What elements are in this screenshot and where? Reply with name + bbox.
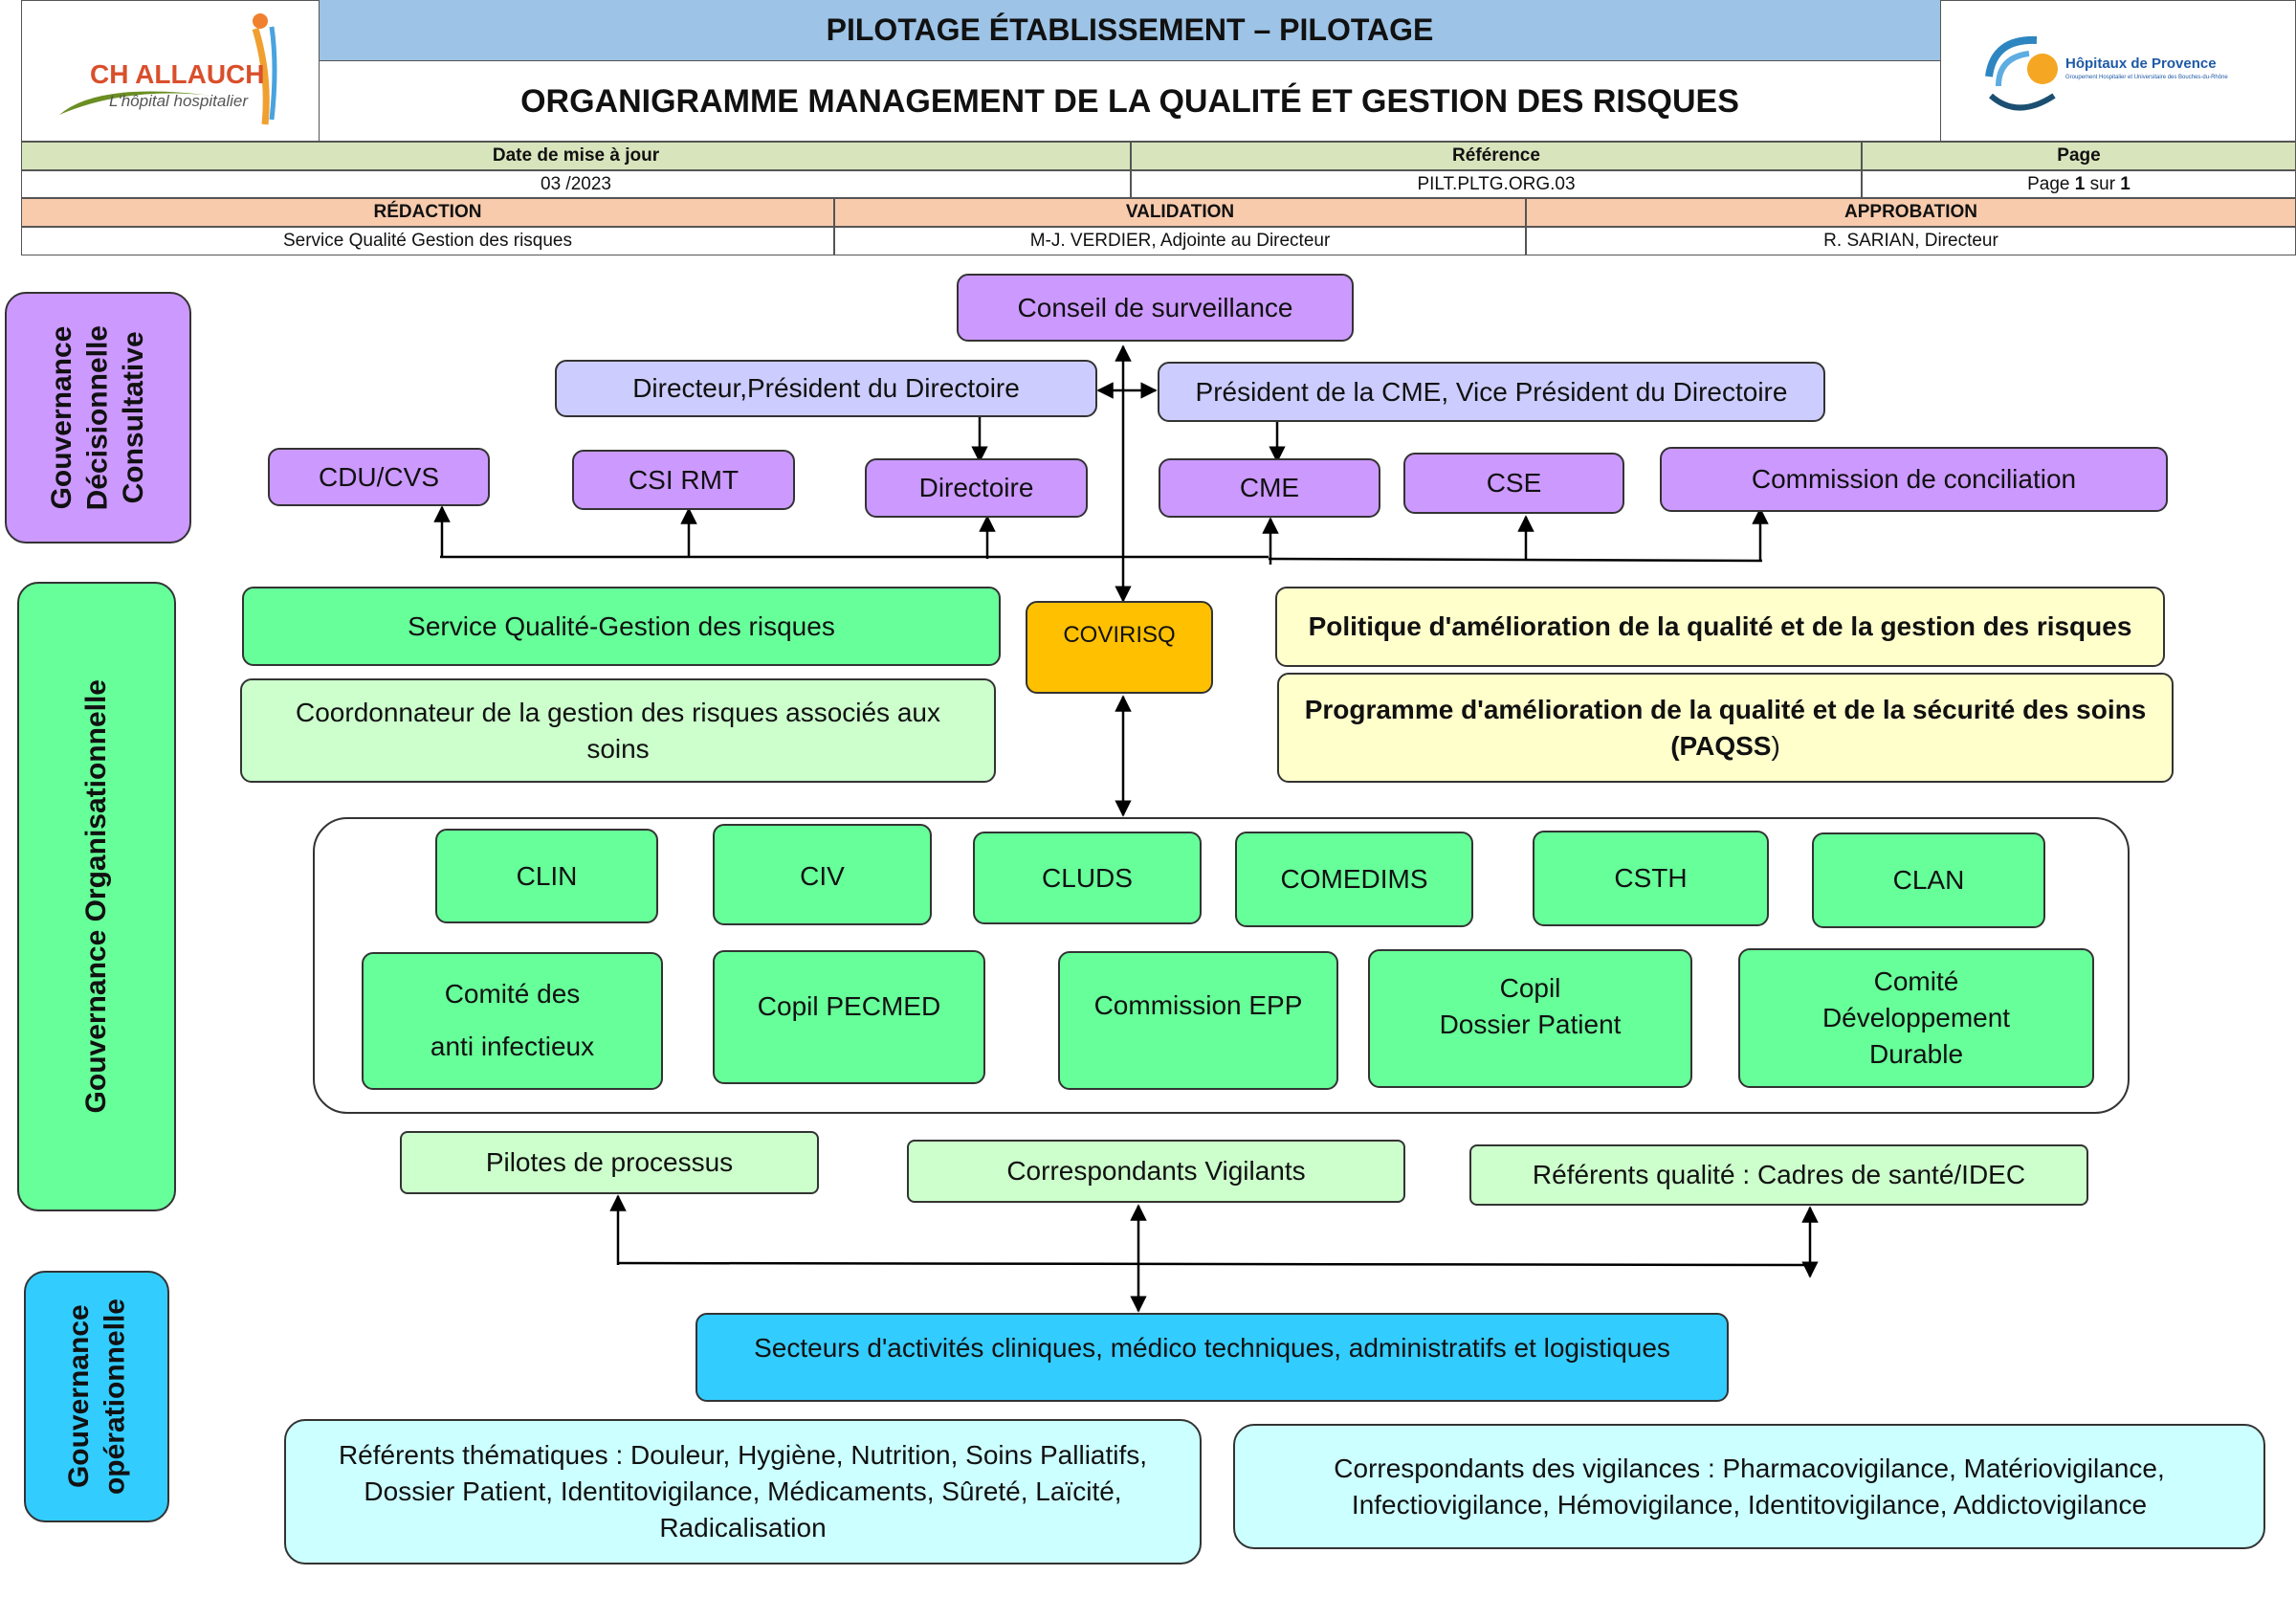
committees-container — [313, 817, 2130, 1114]
logo-left: CH ALLAUCH L'hôpital hospitalier — [21, 0, 320, 142]
value-validation: M-J. VERDIER, Adjointe au Directeur — [834, 227, 1526, 255]
box-civ: CIV — [713, 824, 932, 925]
logo-right-name: Hôpitaux de Provence — [2065, 55, 2217, 72]
box-cse: CSE — [1403, 453, 1624, 514]
box-cdu-cvs: CDU/CVS — [268, 448, 490, 506]
box-clin: CLIN — [435, 829, 658, 923]
logo-right-swirl-icon — [1985, 35, 2058, 111]
comite-anti-line2: anti infectieux — [430, 1032, 595, 1061]
box-clan: CLAN — [1812, 832, 2045, 928]
page-prefix: Page — [2027, 173, 2075, 194]
programme-line2-bold: (PAQSS — [1670, 730, 1772, 761]
banner-text: PILOTAGE ÉTABLISSEMENT – PILOTAGE — [826, 12, 1434, 47]
programme-line1: Programme d'amélioration de la qualité e… — [1304, 694, 2147, 724]
logo-right-tagline: Groupement Hospitalier et Universitaire … — [2065, 75, 2228, 80]
page-total: 1 — [2120, 173, 2130, 194]
comite-anti-line1: Comité des — [444, 979, 581, 1010]
value-reference: PILT.PLTG.ORG.03 — [1131, 170, 1862, 198]
banner: PILOTAGE ÉTABLISSEMENT – PILOTAGE — [320, 0, 1940, 61]
comite-dd-line1: Comité — [1873, 966, 1959, 997]
box-cme: CME — [1159, 458, 1380, 518]
programme-line2-rest: ) — [1771, 730, 1780, 761]
box-csi-rmt: CSI RMT — [572, 450, 795, 510]
box-service-qualite: Service Qualité-Gestion des risques — [242, 587, 1001, 666]
label-page: Page — [1862, 142, 2296, 170]
box-copil-pecmed: Copil PECMED — [713, 950, 985, 1084]
line-committees-bus-right — [1268, 557, 1763, 563]
box-directoire: Directoire — [865, 458, 1088, 518]
label-approbation: APPROBATION — [1526, 198, 2296, 227]
box-correspondants-vigilances: Correspondants des vigilances : Pharmaco… — [1233, 1424, 2265, 1549]
box-president-cme: Président de la CME, Vice Président du D… — [1158, 362, 1825, 422]
box-directeur: Directeur,Président du Directoire — [555, 360, 1097, 417]
copil-dossier-line1: Copil — [1499, 973, 1561, 1003]
box-copil-dossier-patient: Copil Dossier Patient — [1368, 949, 1692, 1088]
logo-left-name: CH ALLAUCH — [90, 59, 265, 89]
comite-dd-line3: Durable — [1868, 1038, 1964, 1069]
programme-line2: (PAQSS) — [1670, 728, 1780, 765]
label-validation: VALIDATION — [834, 198, 1526, 227]
value-redaction: Service Qualité Gestion des risques — [21, 227, 834, 255]
box-politique: Politique d'amélioration de la qualité e… — [1275, 587, 2165, 667]
document-title: ORGANIGRAMME MANAGEMENT DE LA QUALITÉ ET… — [320, 61, 1940, 142]
line-lower-bus — [617, 1261, 1811, 1267]
side-gouvernance-operationnelle: Gouvernance opérationnelle — [24, 1271, 169, 1522]
page-mid: sur — [2085, 173, 2121, 194]
logo-left-tagline: L'hôpital hospitalier — [109, 92, 249, 110]
box-commission-conciliation: Commission de conciliation — [1660, 447, 2168, 512]
box-programme: Programme d'amélioration de la qualité e… — [1277, 673, 2174, 783]
side-gouvernance-decisionnelle: Gouvernance Décisionnelle Consultative — [5, 292, 191, 544]
box-commission-epp: Commission EPP — [1058, 951, 1338, 1090]
value-page: Page 1 sur 1 — [1862, 170, 2296, 198]
box-pilotes-processus: Pilotes de processus — [400, 1131, 819, 1194]
box-conseil-surveillance: Conseil de surveillance — [957, 274, 1354, 342]
box-covirisq: COVIRISQ — [1026, 601, 1213, 694]
box-csth: CSTH — [1533, 831, 1769, 926]
box-comedims: COMEDIMS — [1235, 832, 1473, 927]
box-referents-thematiques: Référents thématiques : Douleur, Hygiène… — [284, 1419, 1202, 1565]
box-coordonnateur: Coordonnateur de la gestion des risques … — [240, 678, 996, 783]
box-comite-anti-infectieux: Comité des anti infectieux — [362, 952, 663, 1090]
label-redaction: RÉDACTION — [21, 198, 834, 227]
copil-dossier-line2: Dossier Patient — [1439, 1009, 1622, 1039]
label-date: Date de mise à jour — [21, 142, 1131, 170]
document-title-text: ORGANIGRAMME MANAGEMENT DE LA QUALITÉ ET… — [520, 82, 1739, 120]
box-comite-developpement-durable: Comité Développement Durable — [1738, 948, 2094, 1088]
value-date: 03 /2023 — [21, 170, 1131, 198]
logo-right: Hôpitaux de Provence Groupement Hospital… — [1940, 0, 2296, 142]
comite-dd-line2: Développement — [1821, 1003, 2011, 1033]
page-number: 1 — [2074, 173, 2086, 194]
box-referents-qualite: Référents qualité : Cadres de santé/IDEC — [1469, 1144, 2088, 1206]
box-correspondants-vigilants: Correspondants Vigilants — [907, 1140, 1405, 1203]
logo-left-swoosh-icon — [59, 13, 277, 125]
side-gouvernance-organisationnelle: Gouvernance Organisationnelle — [17, 582, 176, 1211]
box-secteurs-activites: Secteurs d'activités cliniques, médico t… — [695, 1313, 1729, 1402]
label-reference: Référence — [1131, 142, 1862, 170]
box-cluds: CLUDS — [973, 832, 1202, 924]
